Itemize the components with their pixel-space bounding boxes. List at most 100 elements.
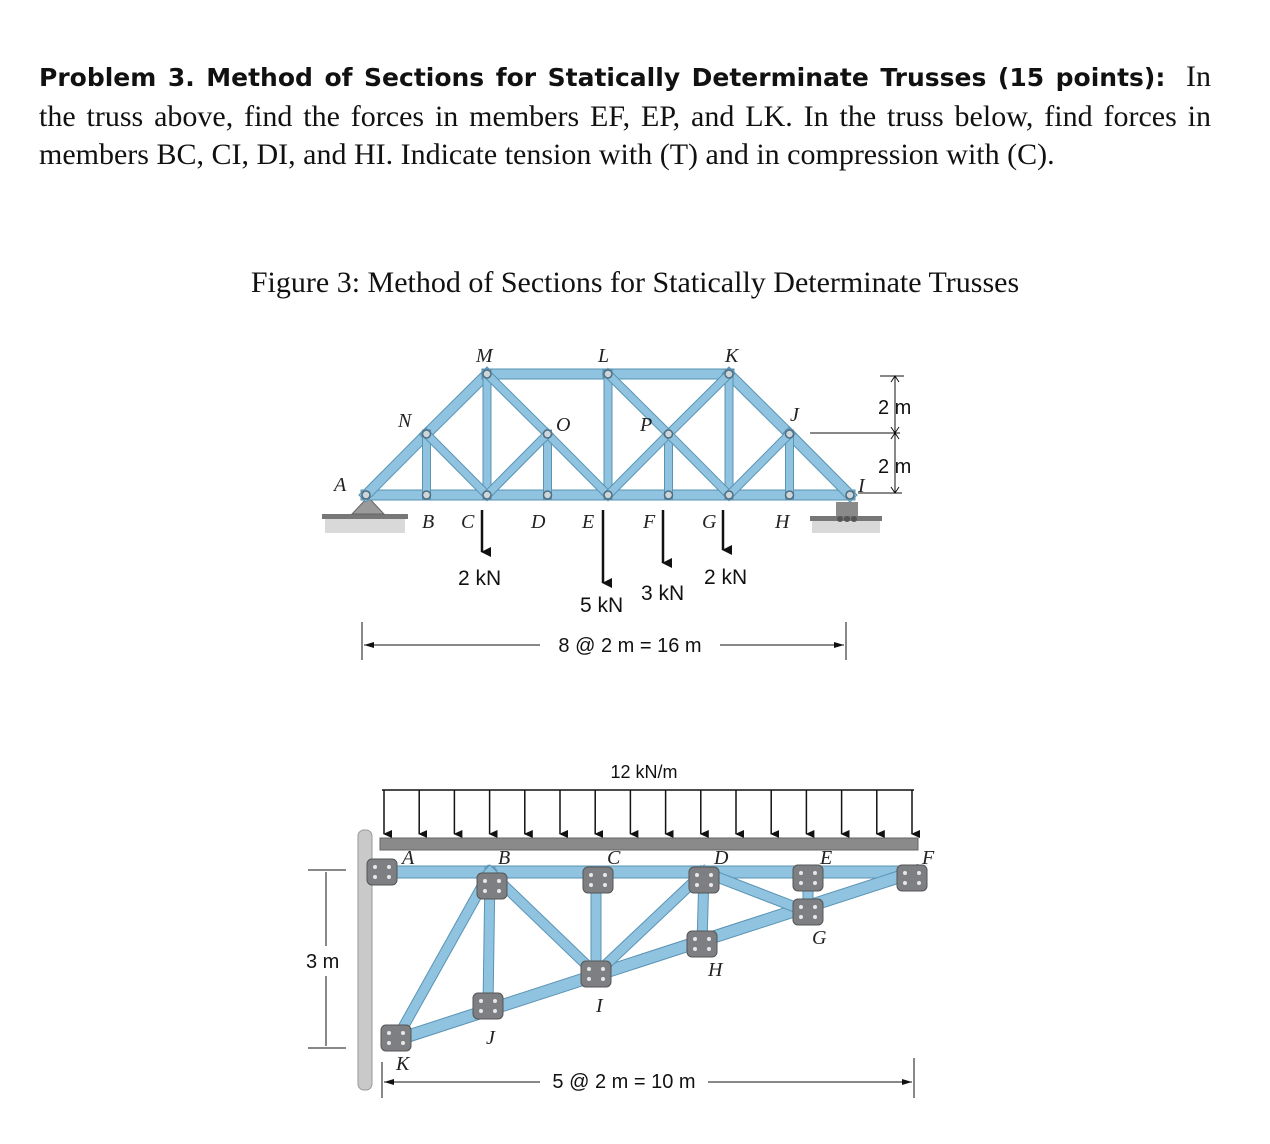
gusset-F-bolt	[903, 871, 907, 875]
gusset-C-bolt	[603, 883, 607, 887]
gusset-B-bolt	[497, 879, 501, 883]
label-C: C	[461, 511, 475, 533]
truss-top-joints	[361, 369, 855, 500]
gusset-F-bolt	[917, 871, 921, 875]
gusset-I-bolt	[601, 967, 605, 971]
gusset-E-bolt	[813, 881, 817, 885]
gusset-I-bolt	[587, 967, 591, 971]
member-PG	[663, 429, 734, 500]
label-bF: F	[921, 847, 935, 869]
label-G: G	[702, 511, 717, 533]
gusset-H-bolt	[693, 947, 697, 951]
gusset-A-bolt	[373, 875, 377, 879]
gusset-B-bolt	[483, 889, 487, 893]
member-AN	[359, 427, 433, 502]
member-ID	[589, 865, 711, 981]
joint-bottom-3	[542, 490, 553, 500]
gusset-J-bolt	[493, 999, 497, 1003]
height-dimension: 3 m	[306, 951, 339, 973]
gusset-K-bolt	[387, 1041, 391, 1045]
gusset-J-bolt	[479, 1009, 483, 1013]
gusset-K-bolt	[401, 1041, 405, 1045]
joint-bottom-8	[845, 490, 855, 500]
support-right	[810, 502, 882, 533]
joint-bottom-5	[663, 490, 674, 500]
gusset-C	[582, 866, 614, 894]
truss-bottom-members	[375, 863, 923, 1049]
gusset-D-bolt	[695, 873, 699, 877]
gusset-A-bolt	[387, 875, 391, 879]
joint-top-1	[421, 429, 432, 439]
member-OE	[542, 429, 613, 500]
gusset-J-bolt	[493, 1009, 497, 1013]
gusset-C-bolt	[589, 873, 593, 877]
gusset-E-bolt	[799, 881, 803, 885]
gusset-K	[380, 1024, 412, 1052]
joint-top-8	[663, 429, 674, 439]
joint-bottom-2	[482, 490, 492, 500]
gusset-F-bolt	[917, 881, 921, 885]
height-upper: 2 m	[878, 397, 911, 419]
gusset-I-bolt	[587, 977, 591, 981]
gusset-G-bolt	[813, 905, 817, 909]
member-KB	[389, 865, 497, 1047]
distributed-load-arrows	[383, 790, 920, 838]
gusset-I-bolt	[601, 977, 605, 981]
gusset-A-bolt	[387, 865, 391, 869]
label-P: P	[639, 414, 652, 436]
gusset-J	[472, 992, 504, 1020]
gusset-D-bolt	[709, 883, 713, 887]
gusset-A-bolt	[373, 865, 377, 869]
joint-bottom-0	[361, 490, 371, 500]
span-dimension-bottom: 5 @ 2 m = 10 m	[552, 1071, 695, 1093]
member-NM	[420, 367, 494, 441]
member-CO	[482, 429, 553, 500]
gusset-H-bolt	[693, 937, 697, 941]
gusset-D	[688, 866, 720, 894]
gusset-C-bolt	[589, 883, 593, 887]
label-B: B	[422, 511, 434, 533]
distributed-load-label: 12 kN/m	[610, 762, 677, 782]
gusset-D-bolt	[709, 873, 713, 877]
gusset-E-bolt	[813, 871, 817, 875]
problem-statement: Problem 3. Method of Sections for Static…	[39, 58, 1211, 175]
gusset-G-bolt	[813, 915, 817, 919]
height-lower: 2 m	[878, 456, 911, 478]
gusset-I	[580, 960, 612, 988]
label-bH: H	[707, 959, 724, 981]
truss-bottom: 12 kN/m A B C D E F K J I H G 3 m 5 @ 2 …	[306, 762, 935, 1098]
label-bA: A	[400, 847, 415, 869]
label-A: A	[332, 474, 347, 496]
joint-top-5	[784, 429, 795, 439]
gusset-D-bolt	[695, 883, 699, 887]
label-H: H	[774, 511, 791, 533]
label-N: N	[397, 410, 413, 432]
load-e-label: 5 kN	[580, 594, 623, 617]
gusset-K-bolt	[387, 1031, 391, 1035]
member-JG	[724, 429, 795, 500]
gusset-A	[366, 858, 398, 886]
gusset-B-bolt	[483, 879, 487, 883]
label-bC: C	[607, 847, 621, 869]
support-left	[322, 496, 408, 533]
gusset-F-bolt	[903, 881, 907, 885]
member-DG	[698, 866, 814, 918]
gusset-E-bolt	[799, 871, 803, 875]
gusset-J-bolt	[479, 999, 483, 1003]
truss-top: M L K N O P J A B C D E F G H I 2 kN 5 k…	[322, 345, 911, 660]
gusset-G-bolt	[799, 905, 803, 909]
member-KP	[663, 369, 734, 439]
gusset-G	[792, 898, 824, 926]
figure-caption: Figure 3: Method of Sections for Statica…	[250, 266, 1020, 299]
load-f-label: 3 kN	[641, 582, 684, 605]
label-D: D	[530, 511, 546, 533]
joint-bottom-7	[784, 490, 795, 500]
member-KJ	[722, 367, 796, 441]
member-BI	[483, 865, 603, 981]
gusset-B	[476, 872, 508, 900]
load-g-label: 2 kN	[704, 566, 747, 589]
member-PE	[603, 429, 674, 500]
joint-bottom-6	[724, 490, 734, 500]
label-F: F	[642, 511, 656, 533]
